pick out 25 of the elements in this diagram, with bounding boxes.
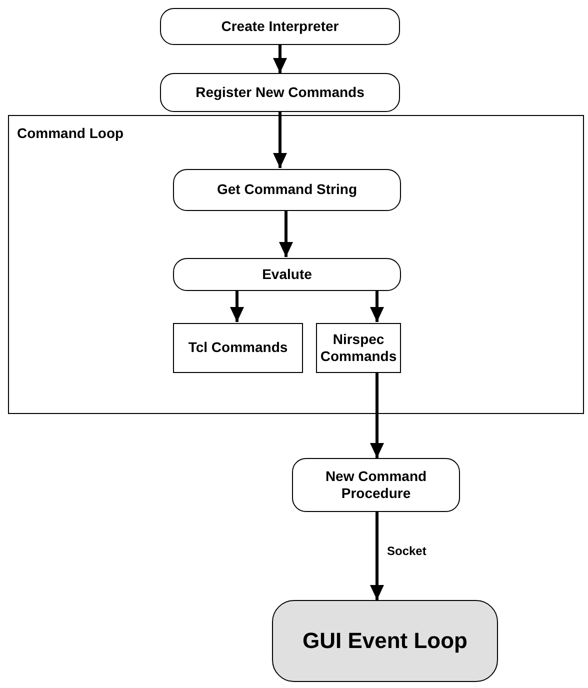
loop-frame [8, 115, 584, 414]
arrow [370, 290, 384, 322]
arrow [273, 45, 287, 73]
rounded-process-box [292, 458, 460, 512]
box-label: Evalute [262, 266, 312, 284]
rounded-process-box [160, 8, 400, 45]
arrow [230, 290, 244, 322]
process-box [316, 323, 401, 373]
rounded-process-box [272, 600, 498, 682]
arrow [273, 112, 287, 168]
rounded-process-box [173, 169, 401, 211]
box-label: New Command Procedure [324, 468, 428, 502]
rounded-process-box [160, 73, 400, 112]
box-label: Register New Commands [196, 84, 364, 102]
arrow [370, 372, 384, 458]
rounded-process-box [173, 258, 401, 291]
frame-title: Command Loop [17, 124, 124, 143]
box-label: GUI Event Loop [302, 627, 468, 656]
arrow [370, 512, 384, 600]
box-label: Create Interpreter [221, 18, 339, 36]
box-label: Nirspec Commands [320, 330, 397, 366]
box-label: Get Command String [216, 181, 357, 199]
process-box [173, 323, 303, 373]
box-label: Tcl Commands [188, 339, 288, 357]
arrow [279, 210, 293, 257]
